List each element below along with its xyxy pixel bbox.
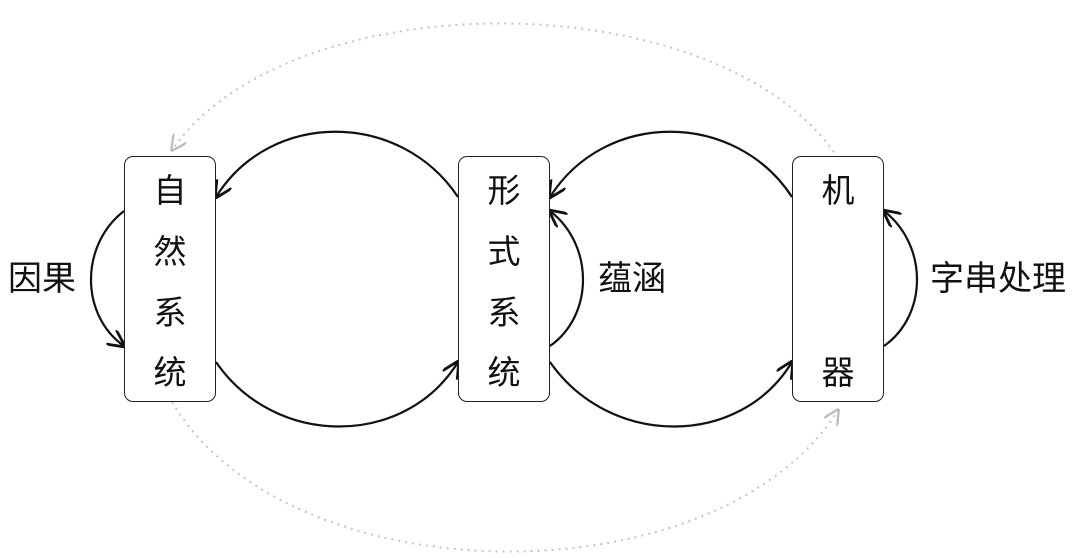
node-formal-system-char-2: 式 — [487, 232, 521, 271]
arc-machine-to-formal — [550, 130, 793, 197]
label-implication: 蕴涵 — [598, 259, 666, 299]
arc-natural-to-formal — [215, 362, 458, 428]
label-string-processing: 字串处理 — [930, 259, 1066, 299]
label-causality: 因果 — [8, 259, 76, 299]
node-formal-system-char-3: 系 — [487, 293, 521, 332]
loop-implication — [550, 211, 585, 347]
node-natural-system-char-1: 自 — [153, 171, 187, 210]
node-formal-system: 形 式 系 统 — [458, 156, 550, 402]
arc-formal-to-natural — [216, 130, 459, 197]
node-machine: 机 器 — [792, 156, 884, 402]
outer-dotted-arc-bottom — [171, 401, 838, 553]
loop-causality — [89, 210, 124, 346]
node-machine-char-2: 器 — [821, 353, 855, 392]
node-natural-system: 自 然 系 统 — [124, 156, 216, 402]
node-machine-char-1: 机 — [821, 171, 855, 210]
node-natural-system-char-4: 统 — [153, 353, 187, 392]
arc-formal-to-machine — [549, 362, 792, 428]
node-natural-system-char-2: 然 — [153, 232, 187, 271]
node-formal-system-char-4: 统 — [487, 353, 521, 392]
outer-dotted-arc-top — [172, 22, 839, 159]
node-formal-system-char-1: 形 — [487, 171, 521, 210]
node-natural-system-char-3: 系 — [153, 293, 187, 332]
loop-string-processing — [884, 211, 919, 347]
